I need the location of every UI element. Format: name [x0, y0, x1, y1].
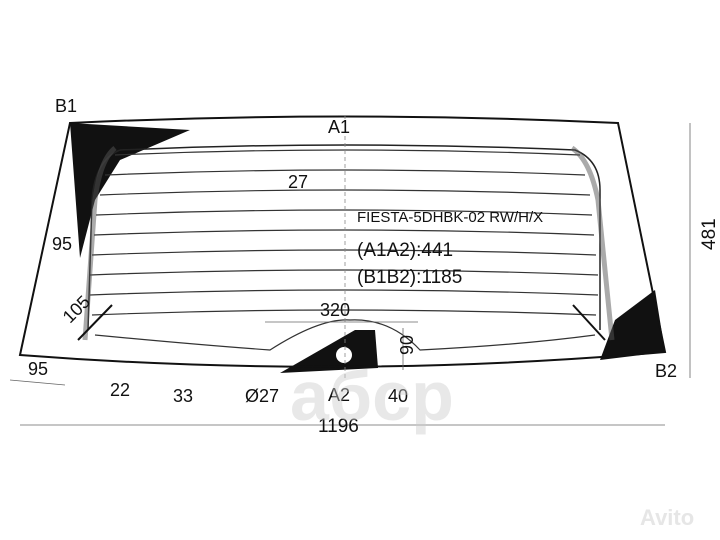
black-frit-notch: [280, 330, 378, 373]
dim-notch-height: 90: [397, 335, 417, 355]
dim-bottom-22: 22: [110, 380, 130, 400]
label-a2: A2: [328, 385, 350, 405]
dim-overall-width: 1196: [318, 416, 359, 437]
black-frit-top-left: [70, 123, 190, 258]
glass-outline: [18, 115, 667, 368]
spec-a1a2: (A1A2):441: [357, 240, 453, 261]
part-code: FIESTA-5DHBK-02 RW/H/X: [357, 209, 543, 226]
label-b2: B2: [655, 361, 677, 381]
dim-notch-width: 320: [320, 300, 350, 320]
watermark-avito: Avito: [640, 505, 694, 530]
dim-top-band: 27: [288, 172, 308, 192]
label-b1: B1: [55, 96, 77, 116]
spec-b1b2: (B1B2):1185: [357, 267, 462, 288]
dim-hole-offset: 40: [388, 386, 408, 406]
dim-bottom-33: 33: [173, 386, 193, 406]
dim-bottom-left: 95: [28, 359, 48, 379]
dim-overall-height: 481: [699, 218, 720, 250]
dim-hole-diameter: Ø27: [245, 386, 279, 406]
black-frit-bottom-right: [600, 290, 665, 360]
dim-side-left: 95: [52, 234, 72, 254]
heater-grid: [89, 149, 599, 351]
hole-circle: [336, 347, 352, 363]
watermark-center: aбcp: [290, 357, 454, 435]
label-a1: A1: [328, 117, 350, 137]
